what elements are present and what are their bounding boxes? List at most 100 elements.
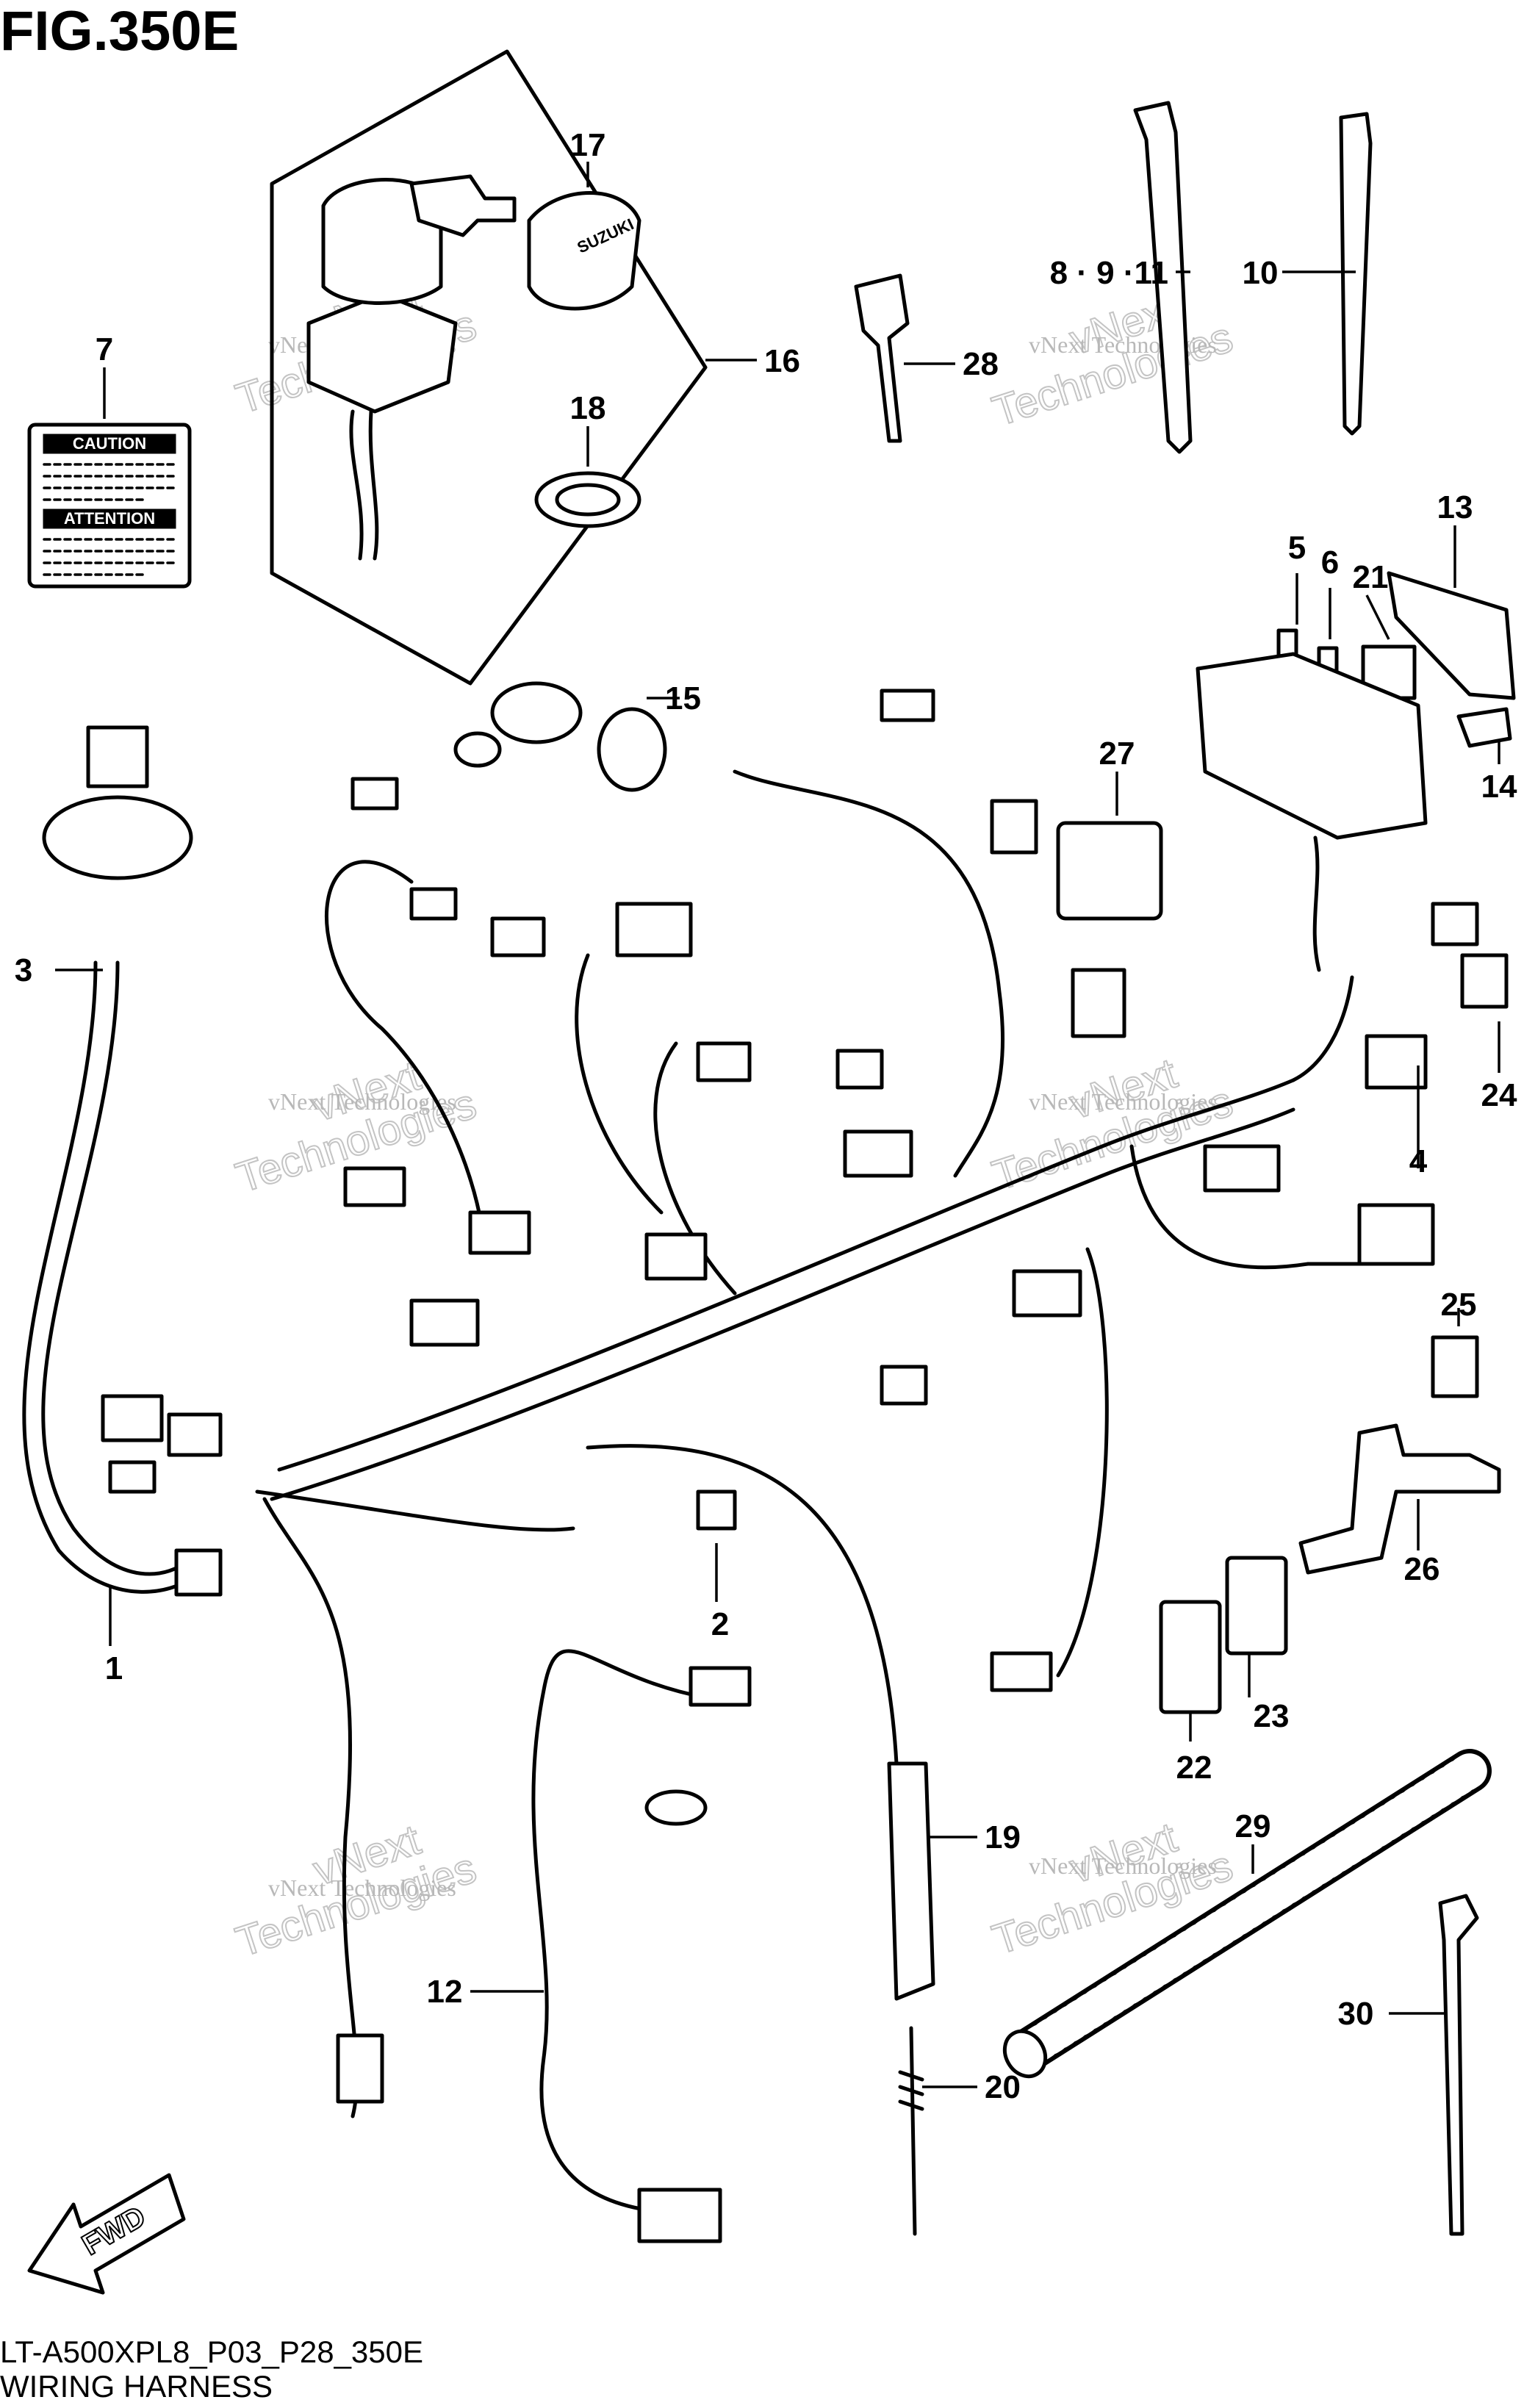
leader-lines: [55, 162, 1500, 2088]
o2-sensor-19: [887, 1761, 935, 2001]
main-wiring-harness: [22, 689, 1479, 2118]
sub-harness-12: [531, 1649, 752, 2243]
ignition-wires: [349, 409, 364, 561]
callout-1: 1: [105, 1650, 123, 1686]
ignition-key: [409, 174, 517, 237]
callout-23: 23: [1254, 1698, 1290, 1734]
connector: [409, 1298, 480, 1347]
connector: [880, 1365, 928, 1406]
callout-18: 18: [570, 390, 606, 426]
fuse-box-clip: [1456, 707, 1512, 748]
connector: [835, 1049, 884, 1090]
callout-5: 5: [1288, 530, 1306, 566]
callout-2: 2: [711, 1606, 729, 1642]
ignition-switch-knob: [321, 178, 443, 305]
callout-10: 10: [1243, 255, 1279, 291]
harness-branch-left: [41, 960, 193, 1576]
callout-16: 16: [764, 343, 800, 379]
attention-header-text: ATTENTION: [64, 509, 155, 528]
grommet-connector: [86, 725, 149, 788]
connector: [1203, 1144, 1281, 1193]
callout-26: 26: [1404, 1551, 1440, 1587]
connector: [644, 1232, 708, 1281]
figure-name: WIRING HARNESS: [0, 2369, 273, 2404]
watermark-text: vNext Technologies: [1029, 1852, 1217, 1879]
callout-3: 3: [15, 952, 32, 988]
ignition-switch-group: SUZUKI: [270, 49, 708, 686]
connector-24: [1460, 953, 1509, 1009]
watermark-text: vNext Technologies: [1029, 331, 1217, 358]
connector: [490, 916, 546, 957]
fuse-box-body: [1196, 652, 1428, 840]
fwd-arrow-icon: [27, 2173, 186, 2295]
connector: [351, 777, 399, 811]
connector: [108, 1460, 157, 1494]
fuse-box-bracket: [1387, 571, 1516, 700]
callout-24: 24: [1481, 1077, 1517, 1113]
caution-label-part: CAUTION ATTENTION: [27, 423, 192, 589]
watermark-text: vNext Technologies: [268, 1875, 456, 1901]
callout-20: 20: [985, 2069, 1021, 2105]
spring-20: [898, 2026, 924, 2236]
blank-key: [854, 273, 910, 443]
callout-13: 13: [1437, 489, 1473, 525]
callout-6: 6: [1321, 545, 1339, 581]
connector: [167, 1412, 223, 1457]
harness-grommet-3: [42, 795, 193, 880]
connector: [1012, 1269, 1082, 1318]
connector: [1431, 902, 1479, 946]
connector-23: [1225, 1556, 1288, 1656]
connector: [468, 1210, 531, 1255]
callout-29: 29: [1235, 1808, 1271, 1844]
figure-code: LT-A500XPL8_P03_P28_350E: [0, 2335, 423, 2369]
connector: [615, 902, 693, 957]
corrugated-tube-29: [1002, 1749, 1492, 2079]
caution-header-text: CAUTION: [73, 434, 146, 453]
watermark-text: vNext Technologies: [268, 1088, 456, 1115]
callout-28: 28: [963, 346, 999, 382]
connector-22: [1159, 1600, 1222, 1714]
connector: [1365, 1034, 1428, 1090]
callout-14: 14: [1481, 769, 1517, 805]
connector: [696, 1041, 752, 1082]
connector: [174, 1548, 223, 1597]
callout-19: 19: [985, 1819, 1021, 1855]
accessory-socket-15: [453, 681, 667, 792]
watermark-text: vNext Technologies: [1029, 1088, 1217, 1115]
blank-key-part: [854, 273, 910, 443]
callout-12: 12: [427, 1974, 463, 2010]
callout-7: 7: [96, 331, 113, 367]
connector: [990, 1651, 1053, 1692]
attention-text-lines: [43, 538, 176, 576]
connector: [336, 2033, 384, 2104]
figure-title: FIG.350E: [0, 0, 239, 62]
harness-clamp-band: [1133, 101, 1193, 454]
starter-relay-27: [1056, 821, 1163, 921]
callouts: 7 17 18 16 28 8 · 9 ·11 10 5 6 21 13 14 …: [15, 127, 1517, 2105]
connector: [101, 1394, 164, 1442]
o2-sensor-lead: [586, 1444, 899, 1766]
callout-27: 27: [1099, 736, 1135, 772]
connector: [880, 689, 935, 722]
bracket-26: [1298, 1423, 1501, 1575]
connector: [343, 1166, 406, 1207]
callout-17: 17: [570, 127, 606, 163]
connector: [409, 887, 458, 921]
caution-text-lines: [43, 463, 176, 501]
callout-15: 15: [665, 680, 701, 716]
ignition-cap: [527, 191, 641, 311]
connector: [1357, 1203, 1435, 1266]
connector: [1071, 968, 1126, 1038]
caution-header-bar: [43, 434, 176, 454]
fuse-box-group: [1196, 571, 1516, 972]
cable-tie: [1339, 112, 1373, 436]
harness-branch-right: [1056, 1247, 1109, 1678]
attention-header-bar: [43, 508, 176, 529]
callout-4: 4: [1409, 1143, 1428, 1179]
clamp-30: [1438, 1894, 1479, 2236]
callout-21: 21: [1353, 559, 1389, 595]
connector: [990, 799, 1038, 855]
harness-trunk: [277, 1078, 1295, 1472]
connector-25: [1431, 1335, 1479, 1398]
